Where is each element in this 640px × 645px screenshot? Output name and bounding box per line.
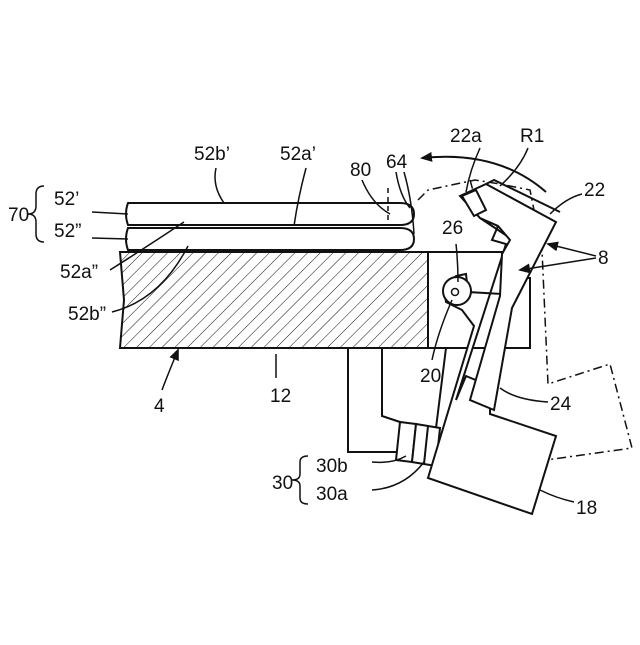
label-22: 22 (584, 180, 605, 201)
brace-70 (28, 186, 44, 242)
label-30: 30 (272, 473, 293, 494)
label-80: 80 (350, 160, 371, 181)
label-52-prime: 52’ (54, 189, 79, 210)
label-52b-prime: 52b’ (194, 144, 230, 165)
label-64: 64 (386, 152, 408, 173)
label-70: 70 (8, 205, 29, 226)
label-26: 26 (442, 218, 463, 239)
label-30a: 30a (316, 484, 348, 505)
label-24: 24 (550, 394, 572, 415)
label-20: 20 (420, 366, 441, 387)
label-52b-double-prime: 52b” (68, 304, 106, 325)
sheet-52-prime (126, 203, 414, 225)
brace-30 (292, 456, 308, 504)
label-12: 12 (270, 386, 291, 407)
base-block (120, 252, 428, 348)
pivot-20 (443, 277, 471, 305)
label-18: 18 (576, 498, 597, 519)
label-52a-prime: 52a’ (280, 144, 316, 165)
label-4: 4 (154, 396, 165, 417)
label-30b: 30b (316, 456, 348, 477)
label-52a-double-prime: 52a” (60, 262, 98, 283)
label-8: 8 (598, 248, 609, 269)
label-52-double-prime: 52” (54, 221, 81, 242)
label-r1: R1 (520, 126, 544, 147)
label-22a: 22a (450, 126, 482, 147)
